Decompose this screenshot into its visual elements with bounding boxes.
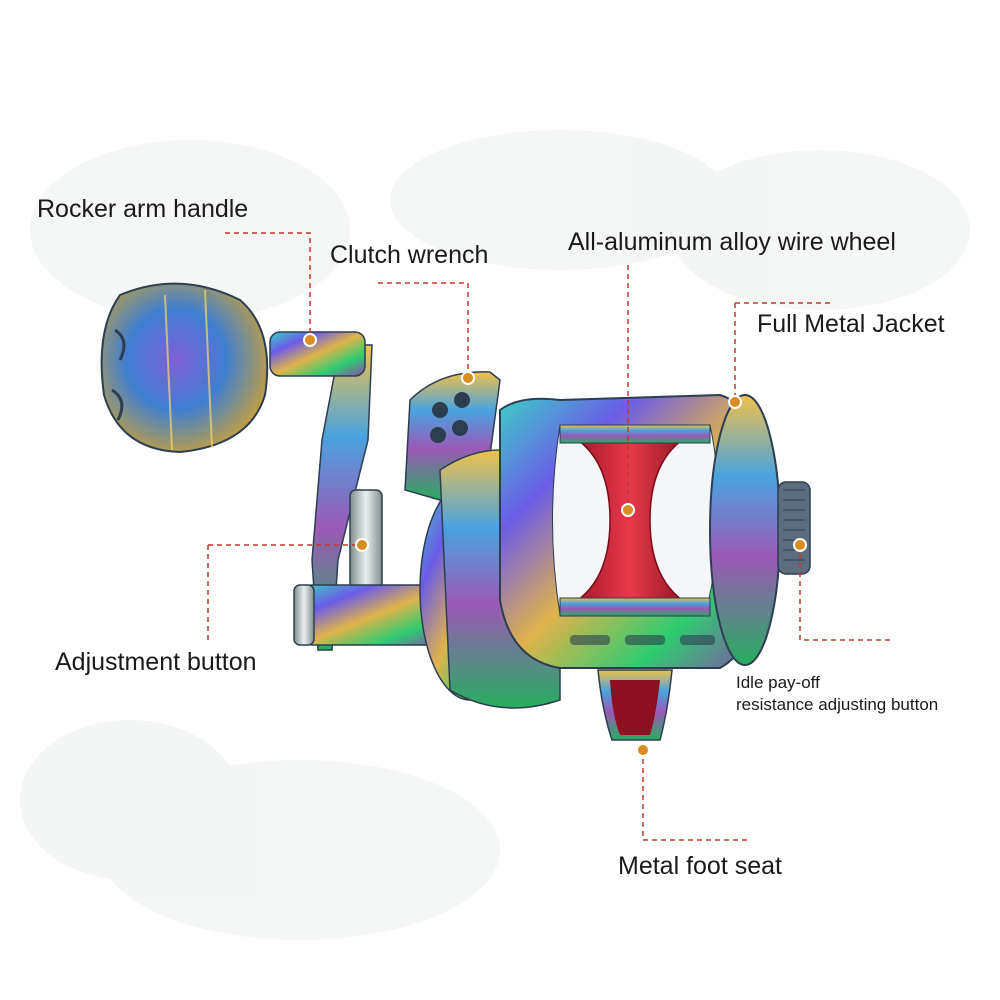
label-adjustment-button: Adjustment button <box>55 648 257 676</box>
idle-payoff-knob <box>777 481 811 575</box>
leader-clutch-wrench <box>378 282 469 378</box>
reel-frame <box>499 393 781 669</box>
label-idle-payoff-line2: resistance adjusting button <box>736 695 939 714</box>
label-full-metal-jacket: Full Metal Jacket <box>757 310 945 338</box>
adjustment-knob <box>293 489 451 646</box>
marker-idle-payoff <box>793 538 807 552</box>
marker-clutch-wrench <box>461 371 475 385</box>
label-metal-foot-seat: Metal foot seat <box>618 852 782 880</box>
rocker-arm <box>100 282 373 651</box>
marker-rocker-arm <box>303 333 317 347</box>
label-rocker-arm-handle: Rocker arm handle <box>37 195 249 223</box>
markers <box>303 333 807 757</box>
leader-rocker-arm <box>225 232 311 340</box>
marker-foot-seat <box>636 743 650 757</box>
label-wire-wheel: All-aluminum alloy wire wheel <box>568 228 896 256</box>
background-ghost-reels <box>20 130 970 940</box>
leader-idle-payoff <box>799 545 890 641</box>
marker-adjustment-button <box>355 538 369 552</box>
label-idle-payoff-line1: Idle pay-off <box>736 673 820 692</box>
marker-wire-wheel <box>621 503 635 517</box>
leader-lines <box>207 232 890 841</box>
label-idle-payoff: Idle pay-off resistance adjusting button <box>736 672 938 716</box>
foot-seat <box>597 669 673 741</box>
leader-foot-seat <box>642 750 750 841</box>
label-clutch-wrench: Clutch wrench <box>330 241 489 269</box>
marker-full-metal-jacket <box>728 395 742 409</box>
